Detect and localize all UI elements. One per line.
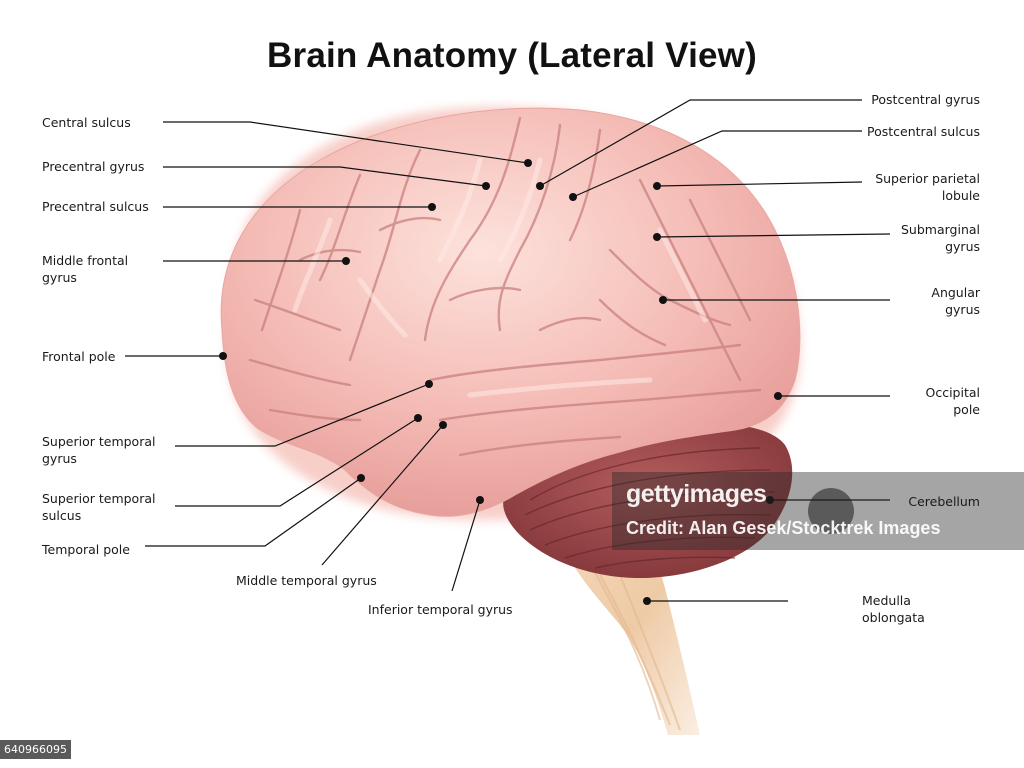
dot-cerebellum bbox=[766, 496, 774, 504]
leader-postcentral-sulcus bbox=[572, 130, 862, 198]
dot-middle-temporal-gyrus bbox=[439, 421, 447, 429]
label-temporal-pole: Temporal pole bbox=[42, 542, 130, 557]
leader-inferior-temporal-gyrus bbox=[451, 499, 481, 592]
dot-superior-temporal-sulcus bbox=[414, 414, 422, 422]
dot-temporal-pole bbox=[357, 474, 365, 482]
label-inferior-temporal-gyrus: Inferior temporal gyrus bbox=[368, 602, 513, 617]
diagram-title: Brain Anatomy (Lateral View) bbox=[267, 36, 757, 75]
leader-lines bbox=[125, 99, 891, 602]
dot-superior-temporal-gyrus bbox=[425, 380, 433, 388]
watermark-brand: gettyimages bbox=[626, 480, 767, 508]
label-cerebellum: Cerebellum bbox=[908, 494, 980, 509]
leader-temporal-pole bbox=[145, 477, 362, 547]
label-angular-gyrus: Angular gyrus bbox=[931, 285, 980, 317]
leader-superior-temporal-sulcus bbox=[175, 417, 419, 507]
dot-middle-frontal-gyrus bbox=[342, 257, 350, 265]
cortex-sulci bbox=[248, 116, 762, 457]
cortex-highlights bbox=[292, 157, 708, 398]
label-frontal-pole: Frontal pole bbox=[42, 349, 116, 364]
label-occipital-pole: Occipital pole bbox=[925, 385, 981, 417]
label-precentral-sulcus: Precentral sulcus bbox=[42, 199, 149, 214]
label-medulla-oblongata: Medulla oblongata bbox=[862, 593, 925, 625]
dot-occipital-pole bbox=[774, 392, 782, 400]
label-superior-temporal-sulcus: Superior temporal sulcus bbox=[42, 491, 156, 523]
leader-central-sulcus bbox=[163, 121, 529, 164]
anchor-dots bbox=[219, 159, 782, 605]
watermark-overlay: gettyimages Credit: Alan Gesek/Stocktrek… bbox=[612, 472, 1024, 550]
dot-submarginal-gyrus bbox=[653, 233, 661, 241]
label-submarginal-gyrus: Submarginal gyrus bbox=[900, 222, 980, 254]
label-middle-temporal-gyrus: Middle temporal gyrus bbox=[236, 573, 377, 588]
leader-postcentral-gyrus bbox=[539, 99, 862, 187]
cerebellum-folia bbox=[524, 447, 776, 569]
label-central-sulcus: Central sulcus bbox=[42, 115, 131, 130]
watermark-circle bbox=[808, 488, 854, 534]
label-precentral-gyrus: Precentral gyrus bbox=[42, 159, 145, 174]
dot-superior-parietal-lobule bbox=[653, 182, 661, 190]
label-postcentral-gyrus: Postcentral gyrus bbox=[871, 92, 980, 107]
image-id-tag: 640966095 bbox=[0, 740, 71, 759]
dot-postcentral-sulcus bbox=[569, 193, 577, 201]
leader-superior-temporal-gyrus bbox=[175, 383, 430, 447]
dot-precentral-sulcus bbox=[428, 203, 436, 211]
dot-medulla-oblongata bbox=[643, 597, 651, 605]
label-superior-temporal-gyrus: Superior temporal gyrus bbox=[42, 434, 156, 466]
label-postcentral-sulcus: Postcentral sulcus bbox=[866, 124, 980, 139]
leader-middle-temporal-gyrus bbox=[321, 424, 444, 566]
leader-precentral-gyrus bbox=[163, 166, 487, 187]
leader-superior-parietal-lobule bbox=[656, 181, 863, 187]
dot-precentral-gyrus bbox=[482, 182, 490, 190]
dot-frontal-pole bbox=[219, 352, 227, 360]
watermark-credit: Credit: Alan Gesek/Stocktrek Images bbox=[626, 518, 941, 538]
label-middle-frontal-gyrus: Middle frontal gyrus bbox=[42, 253, 129, 285]
label-superior-parietal-lobule: Superior parietal lobule bbox=[875, 171, 980, 203]
dot-postcentral-gyrus bbox=[536, 182, 544, 190]
dot-central-sulcus bbox=[524, 159, 532, 167]
dot-inferior-temporal-gyrus bbox=[476, 496, 484, 504]
dot-angular-gyrus bbox=[659, 296, 667, 304]
leader-submarginal-gyrus bbox=[656, 233, 891, 238]
